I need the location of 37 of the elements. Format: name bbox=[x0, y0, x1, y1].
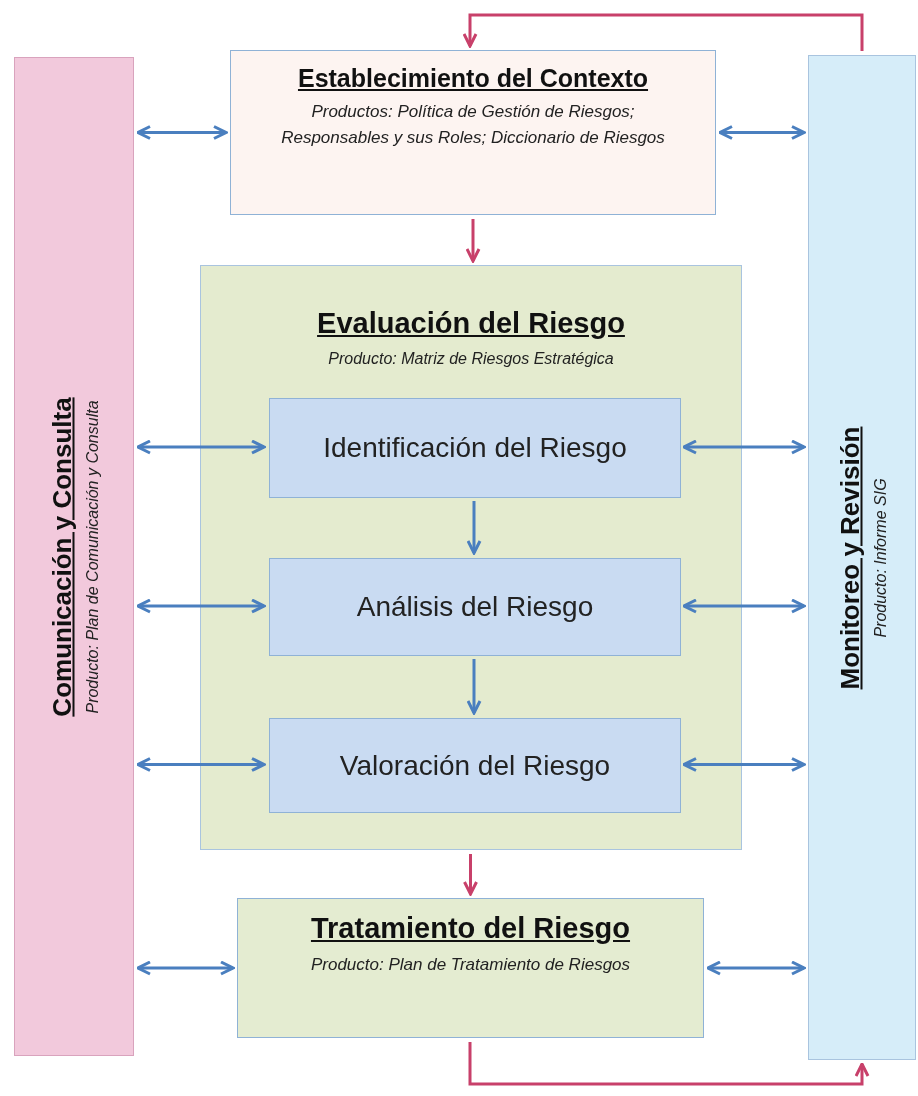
step-box bbox=[269, 398, 681, 498]
arrow bbox=[706, 960, 806, 976]
arrow bbox=[718, 125, 806, 140]
box-title: Tratamiento del Riesgo bbox=[309, 911, 632, 946]
arrow bbox=[136, 757, 266, 772]
arrow bbox=[682, 598, 806, 614]
arrow bbox=[136, 439, 266, 455]
step-label: Valoración del Riesgo bbox=[339, 749, 611, 782]
product-note: Producto: Plan de Tratamiento de Riesgos bbox=[309, 953, 632, 976]
step-label: Identificación del Riesgo bbox=[323, 432, 627, 464]
arrow bbox=[136, 598, 266, 614]
arrow bbox=[465, 219, 481, 263]
band-product: Producto: Plan de Comunicación y Consulta bbox=[83, 398, 102, 716]
process-box bbox=[230, 50, 716, 215]
box-title: Evaluación del Riesgo bbox=[316, 306, 626, 341]
arrow bbox=[682, 439, 806, 455]
arrow bbox=[136, 960, 235, 976]
stage-container bbox=[200, 265, 742, 850]
arrow bbox=[466, 501, 482, 555]
side-band bbox=[14, 57, 134, 1056]
band-title: Monitoreo y Revisión bbox=[834, 425, 866, 691]
arrow bbox=[468, 1042, 870, 1086]
product-note: Producto: Matriz de Riesgos Estratégica bbox=[327, 348, 615, 369]
step-label: Análisis del Riesgo bbox=[356, 591, 594, 623]
arrow bbox=[136, 125, 228, 140]
band-product: Producto: Informe SIG bbox=[871, 476, 890, 640]
process-box bbox=[237, 898, 704, 1038]
arrow bbox=[462, 13, 864, 51]
side-band bbox=[808, 55, 916, 1060]
step-box bbox=[269, 558, 681, 656]
box-title: Establecimiento del Contexto bbox=[296, 63, 650, 93]
arrow bbox=[682, 757, 806, 772]
band-title: Comunicación y Consulta bbox=[46, 395, 78, 719]
arrow bbox=[466, 659, 482, 715]
product-note: Productos: Política de Gestión de Riesgos; Responsables y sus Roles; Diccionario de Riesgos bbox=[280, 101, 666, 150]
arrow bbox=[463, 854, 478, 896]
step-box bbox=[269, 718, 681, 813]
